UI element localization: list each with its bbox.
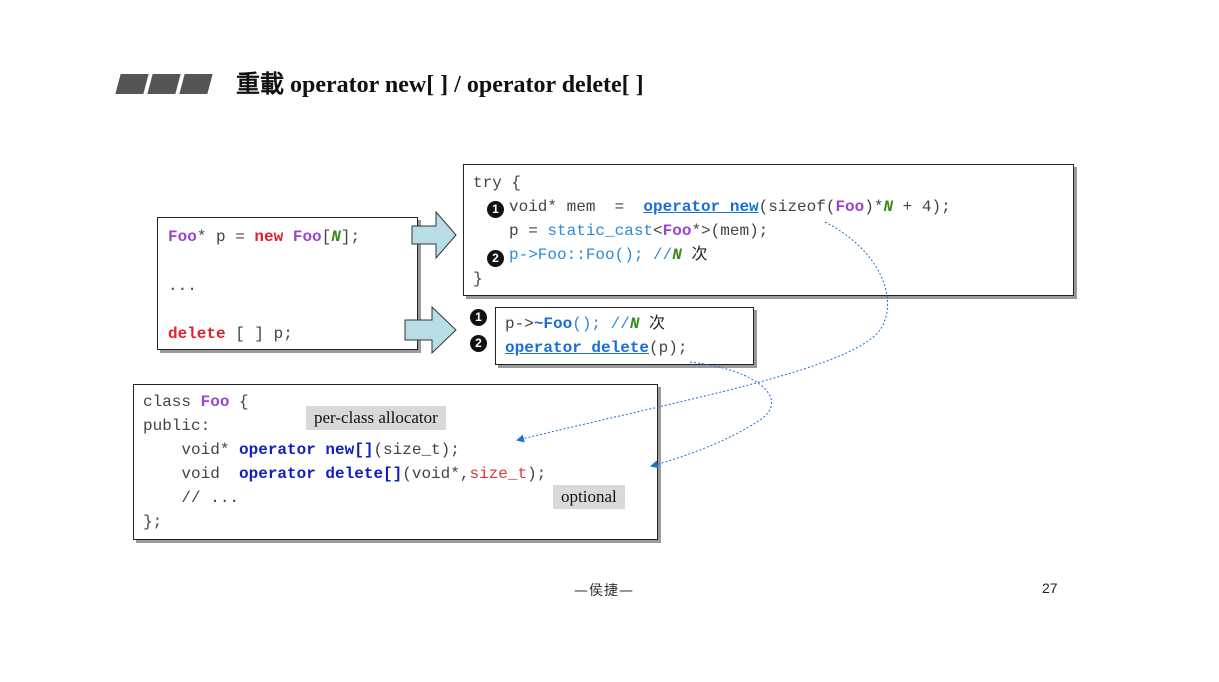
class-line-decl: class Foo { [143, 393, 249, 411]
usage-line-new: Foo* p = new Foo[N]; [168, 228, 361, 246]
try-line-cast: p = static_cast<Foo*>(mem); [509, 222, 769, 240]
slide-title: 重載 operator new[ ] / operator delete[ ] [236, 72, 644, 98]
class-line-comment: // ... [143, 489, 240, 507]
dotted-arrow-new [516, 221, 889, 443]
class-line-delete: void operator delete[](void*,size_t); [143, 465, 547, 483]
class-line-new: void* operator new[](size_t); [143, 441, 460, 459]
per-class-allocator-tag: per-class allocator [306, 406, 446, 430]
block-arrow-delete [404, 305, 457, 355]
block-arrow-new [411, 210, 457, 260]
try-line-open: try { [473, 174, 522, 192]
try-line-ctor: p->Foo::Foo(); //N 次 [509, 246, 708, 264]
delete-step-1-marker: 1 [470, 309, 487, 326]
class-line-close: }; [143, 513, 163, 531]
usage-line-delete: delete [ ] p; [168, 325, 293, 343]
try-code-box: try { void* mem = operator new(sizeof(Fo… [463, 164, 1074, 296]
delete-line-dtor: p->~Foo(); //N 次 [505, 315, 666, 333]
dotted-arrow-delete [650, 361, 772, 469]
page-number: 27 [1042, 580, 1058, 596]
step-2-marker: 2 [487, 250, 504, 267]
try-line-close: } [473, 270, 483, 288]
footer-author: —侯捷— [574, 583, 634, 599]
delete-code-box: p->~Foo(); //N 次 operator delete(p); [495, 307, 754, 365]
class-line-public: public: [143, 417, 211, 435]
try-line-alloc: void* mem = operator new(sizeof(Foo)*N +… [509, 198, 951, 216]
delete-step-2-marker: 2 [470, 335, 487, 352]
usage-code-box: Foo* p = new Foo[N]; ... delete [ ] p; [157, 217, 418, 350]
step-1-marker: 1 [487, 201, 504, 218]
usage-line-ellipsis: ... [168, 277, 197, 295]
delete-line-op: operator delete(p); [505, 339, 688, 357]
optional-tag: optional [553, 485, 625, 509]
